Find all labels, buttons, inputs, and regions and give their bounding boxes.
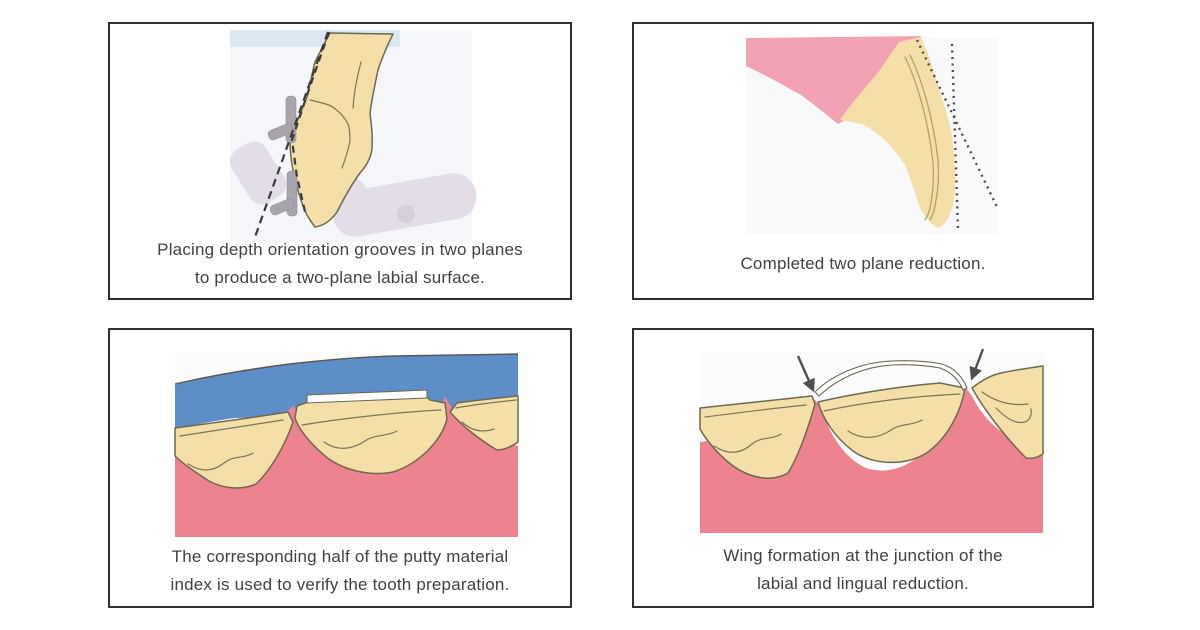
putty-index-top-edge [174, 353, 519, 385]
caption-line: The corresponding half of the putty mate… [171, 547, 509, 566]
wing-arrow-right [969, 348, 985, 381]
tooth-shape [289, 32, 394, 228]
right-tooth [449, 395, 519, 451]
panel-two-plane-reduction: Completed two plane reduction. [632, 22, 1094, 300]
right-tooth [971, 365, 1044, 460]
prepared-tooth [294, 396, 448, 475]
prepared-tooth [817, 382, 966, 464]
wing-arrow-left [796, 355, 815, 393]
figure-depth-grooves [229, 30, 477, 242]
caption-line: labial and lingual reduction. [757, 574, 969, 593]
figure-wing-formation [699, 348, 1044, 533]
reduction-contour-line [909, 54, 940, 221]
reduction-contour-line-2 [904, 56, 935, 221]
panel-putty-index: The corresponding half of the putty mate… [108, 328, 572, 608]
figure-two-plane-reduction [746, 36, 999, 234]
caption-wing-formation: Wing formation at the junction of the la… [634, 542, 1092, 598]
figure-putty-index [174, 352, 519, 537]
teeth-row [699, 365, 1044, 479]
panel-wing-formation: Wing formation at the junction of the la… [632, 328, 1094, 608]
caption-line: Completed two plane reduction. [740, 254, 986, 273]
left-tooth [174, 411, 294, 489]
caption-line: to produce a two-plane labial surface. [194, 268, 486, 287]
panel-depth-grooves: Placing depth orientation grooves in two… [108, 22, 572, 300]
reduction-plane-dotted-diagonal [915, 39, 999, 208]
plane-dashed-line-long [253, 31, 330, 238]
caption-depth-grooves: Placing depth orientation grooves in two… [110, 236, 570, 292]
caption-line: index is used to verify the tooth prepar… [170, 575, 510, 594]
caption-putty-index: The corresponding half of the putty mate… [110, 543, 570, 599]
tooth-contour-line-top [352, 61, 362, 109]
left-tooth [699, 395, 816, 479]
caption-two-plane-reduction: Completed two plane reduction. [634, 250, 1092, 278]
teeth-row [174, 395, 519, 489]
plane-dashed-line-surface [290, 31, 331, 217]
original-contour-band [814, 360, 968, 397]
tooth-contour-line [309, 99, 351, 169]
caption-line: Placing depth orientation grooves in two… [157, 240, 523, 259]
tooth-cross-section [840, 37, 956, 228]
verification-gap-strip [306, 389, 428, 404]
caption-line: Wing formation at the junction of the [723, 546, 1003, 565]
